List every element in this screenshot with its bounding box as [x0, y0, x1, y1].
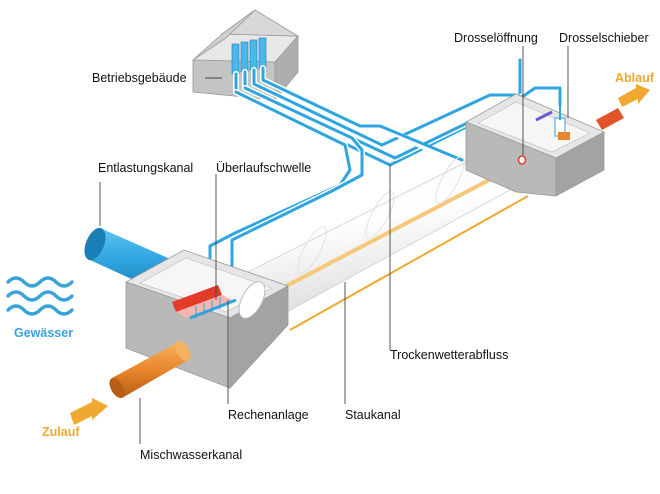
label-water-body: Gewässer — [14, 326, 73, 340]
combined-sewer-pipe — [109, 341, 191, 398]
label-throttle-gate: Drosselschieber — [559, 31, 649, 45]
dry-weather-flow-stripe — [247, 166, 513, 308]
storage-channel-tube — [231, 143, 533, 331]
label-outflow: Ablauf — [615, 71, 655, 85]
label-screen-system: Rechenanlage — [228, 408, 309, 422]
label-combined-sewer: Mischwasserkanal — [140, 448, 242, 462]
label-dry-weather-flow: Trockenwetterabfluss — [390, 348, 508, 362]
inflow-arrow — [70, 398, 108, 425]
label-relief-channel: Entlastungskanal — [98, 161, 193, 175]
label-storage-channel: Staukanal — [345, 408, 401, 422]
overflow-weir — [172, 285, 222, 312]
outlet-pipe — [596, 108, 624, 130]
throttle-opening — [517, 155, 527, 165]
water-waves-icon — [6, 276, 74, 316]
outflow-arrow — [618, 84, 650, 107]
channel-bottom-line — [289, 195, 529, 331]
label-operating-building: Betriebsgebäude — [92, 71, 187, 85]
label-throttle-opening: Drosselöffnung — [454, 31, 538, 45]
label-overflow-weir: Überlaufschwelle — [216, 161, 311, 175]
throttle-chamber — [465, 93, 605, 197]
throttle-gate — [535, 104, 570, 140]
label-inflow: Zulauf — [42, 425, 80, 439]
leader-lines — [99, 46, 569, 444]
inlet-chamber — [125, 249, 289, 390]
